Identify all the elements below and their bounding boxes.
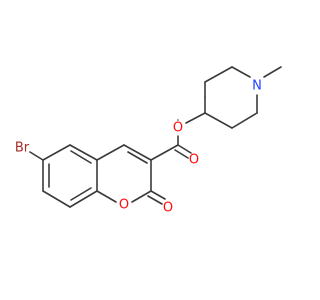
structure-svg: Br O O O O N	[15, 66, 282, 216]
atom-o-lactone-carbonyl: O	[163, 201, 173, 216]
bond	[96, 190, 117, 203]
bond	[123, 144, 152, 161]
bond	[204, 66, 233, 83]
bond	[231, 66, 251, 78]
bond-o-c4	[185, 112, 206, 124]
bond-c-o-lactone-2	[147, 195, 163, 205]
benzene-ring	[42, 144, 98, 208]
bond-ester-co-2	[174, 149, 189, 159]
double-bond-inner	[70, 187, 92, 201]
bond-c-o-lactone	[150, 190, 166, 200]
double-bond-inner	[127, 151, 148, 164]
double-bond-inner	[70, 150, 92, 164]
piperidine-ring	[204, 66, 258, 129]
bond	[96, 144, 125, 161]
atom-o-ester-carbonyl: O	[189, 153, 199, 168]
bond	[204, 112, 233, 129]
pyranone-ring	[96, 144, 152, 203]
bond-ester-co	[177, 144, 192, 154]
bond	[42, 190, 71, 208]
atom-o-ring: O	[119, 198, 129, 213]
atom-n: N	[252, 79, 262, 94]
bond	[131, 190, 152, 203]
atom-o-ester: O	[173, 121, 183, 136]
atom-br: Br	[15, 141, 30, 156]
molecule-diagram: Br O O O O N	[14, 66, 282, 216]
bond	[69, 190, 98, 208]
bond-n-methyl	[263, 66, 282, 78]
bond-c-br	[29, 151, 44, 161]
bond	[231, 112, 258, 129]
bond-c-cester	[150, 144, 179, 161]
bond	[69, 144, 98, 161]
bond	[42, 144, 71, 161]
